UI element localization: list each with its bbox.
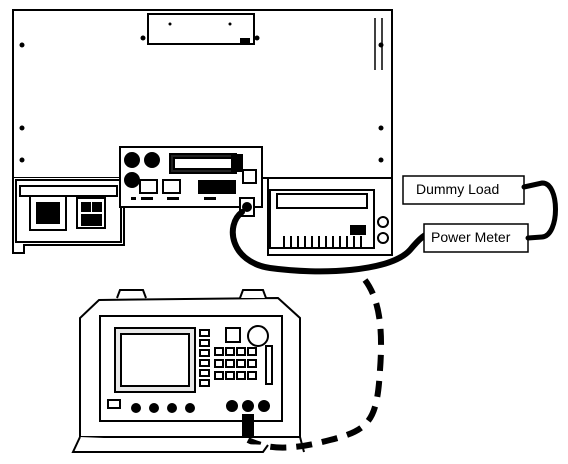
test-set: [71, 289, 305, 453]
test-set-connector-icon: [242, 414, 254, 436]
power-connector: [15, 179, 122, 243]
chassis-screws: [19, 22, 384, 163]
power-meter-box: [423, 223, 529, 253]
load-meter-cable: [521, 180, 558, 241]
dummy-load-label: Dummy Load: [416, 181, 500, 197]
antenna-housing: [269, 189, 389, 249]
dashed-cable: [246, 278, 385, 451]
power-meter-label: Power Meter: [431, 229, 511, 245]
radio-top-slot: [147, 13, 255, 45]
radio-right-section: [267, 178, 393, 256]
dummy-load-box: [402, 175, 525, 205]
rf-cable: [229, 209, 435, 275]
